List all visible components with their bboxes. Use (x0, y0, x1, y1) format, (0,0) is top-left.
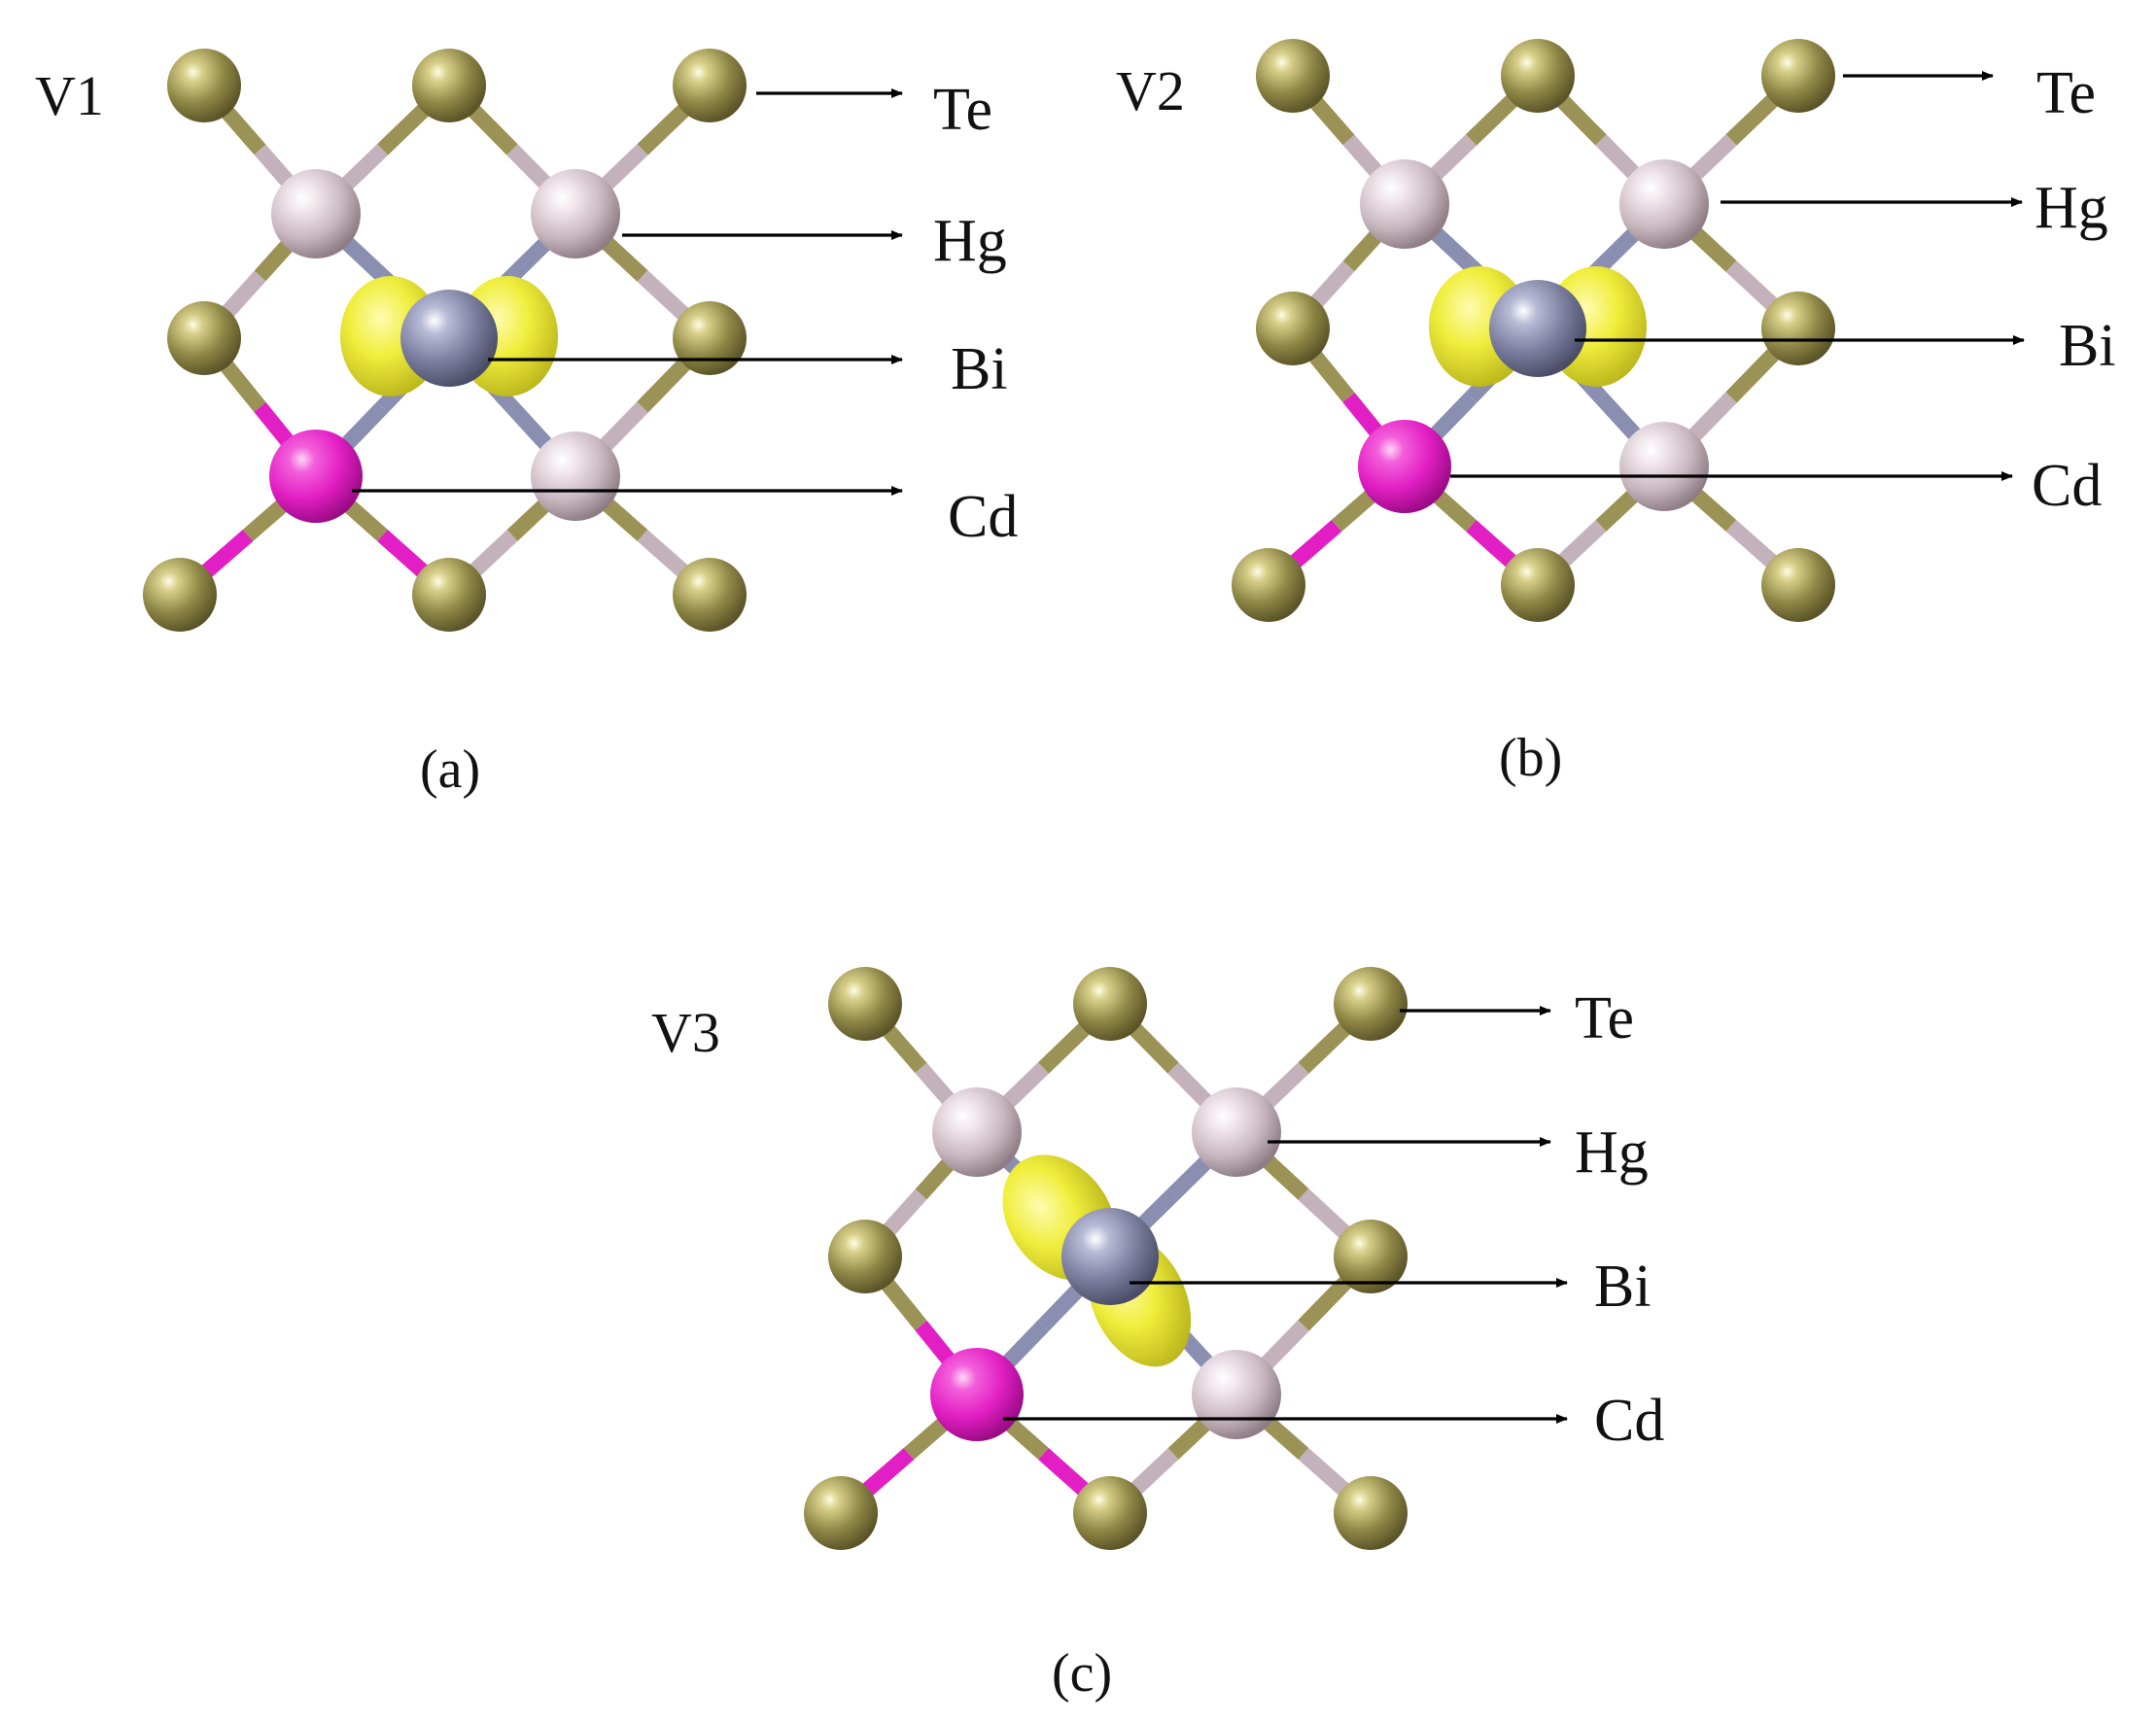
variant-label: V3 (651, 1001, 720, 1064)
hg-label: Hg (933, 208, 1007, 274)
panel-b: V2 Te Hg Bi Cd (b) (1116, 39, 2116, 788)
te-atom (1334, 1220, 1408, 1293)
panel-caption: (c) (1052, 1643, 1112, 1704)
te-atom (673, 49, 747, 122)
hg-label: Hg (2034, 175, 2108, 241)
bi-label: Bi (951, 336, 1008, 402)
label-arrows (352, 88, 903, 496)
label-arrows (1450, 71, 2025, 481)
te-atom (804, 1476, 878, 1550)
hg-atom (1619, 422, 1709, 511)
te-atom (1761, 39, 1835, 113)
atoms-back (143, 49, 747, 632)
cd-label: Cd (948, 484, 1018, 550)
te-atom (1761, 548, 1835, 622)
hg-atom (1192, 1087, 1281, 1177)
bi-atom (1061, 1208, 1159, 1305)
hg-atom (1360, 159, 1449, 249)
te-atom (167, 301, 241, 375)
te-atom (673, 558, 747, 632)
te-atom (167, 49, 241, 122)
te-atom (1501, 548, 1575, 622)
te-label: Te (2036, 60, 2096, 126)
te-atom (1073, 1476, 1147, 1550)
atoms-back (1232, 39, 1835, 622)
hg-atom (1192, 1350, 1281, 1439)
atoms-front (1061, 1208, 1159, 1305)
atoms-front (1489, 280, 1586, 377)
te-atom (1256, 292, 1330, 365)
hg-label: Hg (1575, 1119, 1649, 1186)
hg-atom (932, 1087, 1022, 1177)
atoms-back (804, 967, 1408, 1550)
cd-label: Cd (2032, 453, 2102, 519)
panel-a: V1 Te Hg Bi Cd (a) (35, 49, 1018, 800)
cd-atom (1358, 420, 1451, 513)
hg-atom (271, 169, 361, 258)
te-label: Te (933, 77, 992, 143)
te-atom (1073, 967, 1147, 1041)
cd-atom (930, 1348, 1024, 1441)
te-label: Te (1575, 985, 1634, 1051)
variant-label: V2 (1116, 59, 1185, 122)
bi-atom (1489, 280, 1586, 377)
variant-label: V1 (35, 64, 104, 127)
te-atom (828, 967, 902, 1041)
te-atom (1334, 967, 1408, 1041)
te-atom (1256, 39, 1330, 113)
te-atom (412, 49, 486, 122)
hg-atom (531, 169, 620, 258)
te-atom (412, 558, 486, 632)
bi-label: Bi (1594, 1254, 1652, 1320)
cd-atom (269, 430, 363, 523)
te-atom (1761, 292, 1835, 365)
panel-c: V3 Te Hg Bi Cd (c) (651, 967, 1664, 1704)
te-atom (1334, 1476, 1408, 1550)
label-arrows (1003, 1006, 1568, 1424)
hg-atom (1619, 159, 1709, 249)
te-atom (143, 558, 217, 632)
hg-atom (531, 431, 620, 521)
panel-caption: (b) (1499, 728, 1562, 788)
te-atom (673, 301, 747, 375)
bi-atom (400, 290, 498, 387)
panel-caption: (a) (420, 740, 480, 800)
te-atom (828, 1220, 902, 1293)
atoms-front (400, 290, 498, 387)
te-atom (1501, 39, 1575, 113)
te-atom (1232, 548, 1305, 622)
cd-label: Cd (1594, 1388, 1664, 1454)
bi-label: Bi (2059, 313, 2116, 379)
